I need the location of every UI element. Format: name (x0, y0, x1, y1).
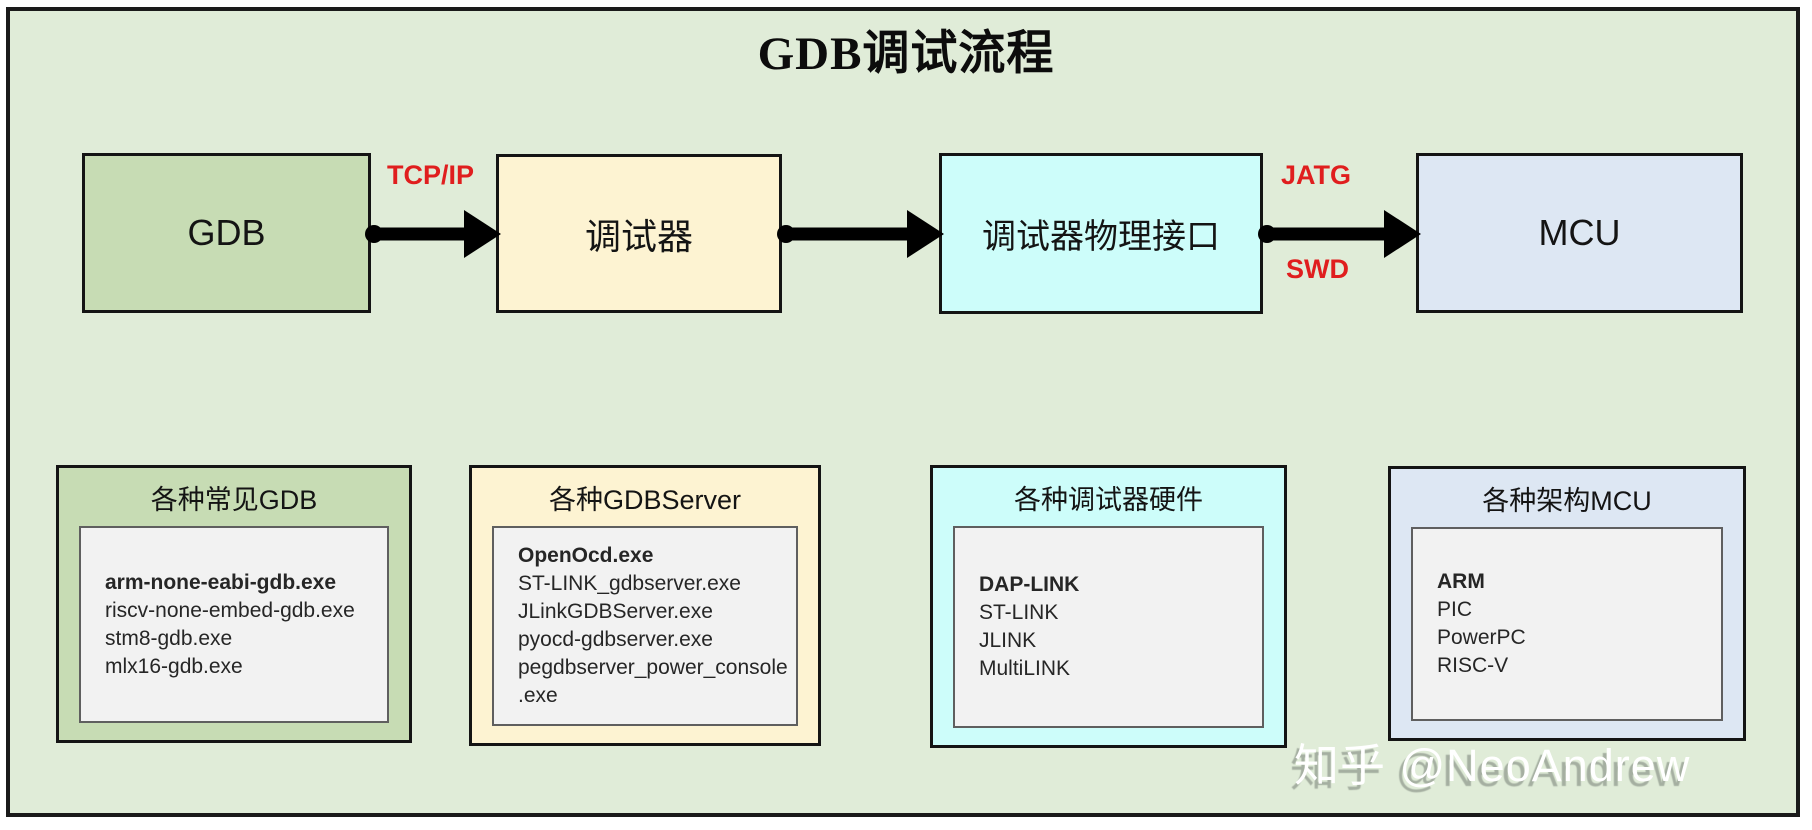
list-item: JLINK (979, 629, 1037, 652)
group-debugger-hardware-title: 各种调试器硬件 (1014, 485, 1203, 515)
connection-label-jatg: JATG (1281, 160, 1352, 190)
diagram-title: GDB调试流程 (757, 28, 1055, 80)
group-gdbserver-title: 各种GDBServer (548, 485, 742, 515)
group-mcu-architectures: 各种架构MCU ARM PIC PowerPC RISC-V (1388, 466, 1746, 741)
list-item: stm8-gdb.exe (105, 626, 233, 650)
flow-node-debugger: 调试器 (496, 154, 782, 313)
group-common-gdb-list: arm-none-eabi-gdb.exe riscv-none-embed-g… (79, 526, 389, 723)
list-item: ARM (1437, 570, 1485, 593)
list-item: arm-none-eabi-gdb.exe (105, 570, 337, 594)
list-item: ST-LINK_gdbserver.exe (518, 572, 741, 595)
group-debugger-hardware: 各种调试器硬件 DAP-LINK ST-LINK JLINK MultiLINK (930, 465, 1287, 748)
list-item: JLinkGDBServer.exe (518, 600, 713, 623)
flow-node-mcu: MCU (1416, 153, 1743, 313)
group-debugger-hardware-list: DAP-LINK ST-LINK JLINK MultiLINK (953, 526, 1264, 728)
connection-label-tcpip: TCP/IP (387, 160, 475, 190)
list-item: PowerPC (1437, 626, 1526, 649)
list-item: RISC-V (1437, 654, 1509, 677)
list-item: ST-LINK (979, 601, 1059, 624)
flow-node-debugger-label: 调试器 (584, 215, 693, 257)
arrow-interface-to-mcu-icon (1258, 210, 1421, 258)
arrow-gdb-to-debugger-icon (365, 210, 501, 258)
list-item: pegdbserver_power_console.exe (518, 656, 788, 707)
list-item: riscv-none-embed-gdb.exe (105, 598, 355, 622)
flow-node-gdb-label: GDB (187, 212, 266, 253)
group-common-gdb: 各种常见GDB arm-none-eabi-gdb.exe riscv-none… (56, 465, 412, 743)
group-mcu-architectures-title: 各种架构MCU (1482, 486, 1652, 516)
group-gdbserver-list: OpenOcd.exe ST-LINK_gdbserver.exe JLinkG… (492, 526, 798, 726)
flow-node-debug-physical-interface: 调试器物理接口 (939, 153, 1263, 314)
connection-label-swd: SWD (1286, 254, 1349, 284)
list-item: pyocd-gdbserver.exe (518, 628, 713, 651)
list-item: MultiLINK (979, 657, 1071, 680)
flow-node-gdb: GDB (82, 153, 371, 313)
list-item: mlx16-gdb.exe (105, 654, 243, 678)
group-mcu-architectures-list: ARM PIC PowerPC RISC-V (1411, 527, 1723, 721)
zhihu-watermark: 知乎 @NeoAndrew (1294, 740, 1691, 791)
group-common-gdb-title: 各种常见GDB (150, 485, 318, 515)
flow-node-mcu-label: MCU (1538, 212, 1621, 253)
arrow-debugger-to-interface-icon (777, 210, 944, 258)
list-item: PIC (1437, 598, 1473, 621)
list-item: OpenOcd.exe (518, 544, 654, 567)
flow-node-debug-physical-interface-label: 调试器物理接口 (982, 218, 1220, 256)
group-gdbserver: 各种GDBServer OpenOcd.exe ST-LINK_gdbserve… (469, 465, 821, 746)
list-item: DAP-LINK (979, 573, 1080, 596)
